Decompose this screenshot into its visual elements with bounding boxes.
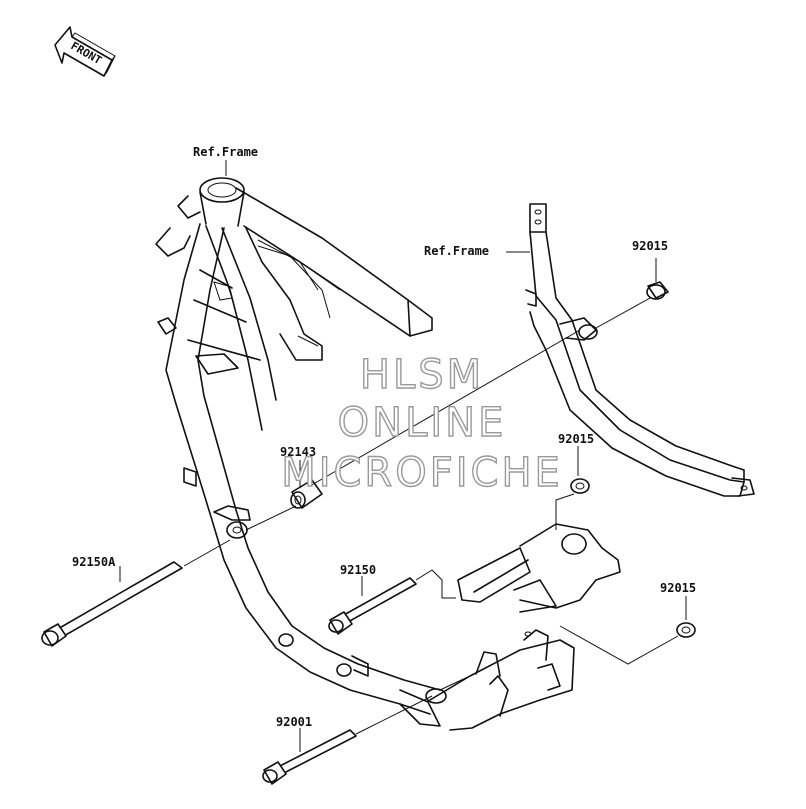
watermark: HLSM ONLINE MICROFICHE xyxy=(280,351,563,496)
part-92015-low-label: 92015 xyxy=(660,581,696,595)
main-frame xyxy=(155,177,447,727)
bolt-92150A xyxy=(41,561,183,647)
watermark-line3: MICROFICHE xyxy=(281,450,563,496)
ref-frame-right-label: Ref.Frame xyxy=(424,244,489,258)
leader-lines xyxy=(119,160,687,752)
watermark-line2: ONLINE xyxy=(338,400,507,446)
engine-mount-bracket xyxy=(429,523,621,731)
watermark-line1: HLSM xyxy=(360,352,484,398)
nut-92015-top xyxy=(646,281,669,300)
part-92001-label: 92001 xyxy=(276,715,312,729)
part-92015-mid-label: 92015 xyxy=(558,432,594,446)
nut-92015-low xyxy=(676,622,696,638)
bolt-92001 xyxy=(262,729,357,785)
part-92150-label: 92150 xyxy=(340,563,376,577)
right-frame-member xyxy=(525,203,755,497)
ref-frame-left-label: Ref.Frame xyxy=(193,145,258,159)
part-92015-top-label: 92015 xyxy=(632,239,668,253)
spacer-92143 xyxy=(290,479,323,509)
part-92150A-label: 92150A xyxy=(72,555,116,569)
bolt-92150 xyxy=(328,577,417,635)
front-arrow-icon: FRONT xyxy=(54,26,116,77)
part-92143-label: 92143 xyxy=(280,445,316,459)
nut-92015-mid xyxy=(570,478,590,494)
